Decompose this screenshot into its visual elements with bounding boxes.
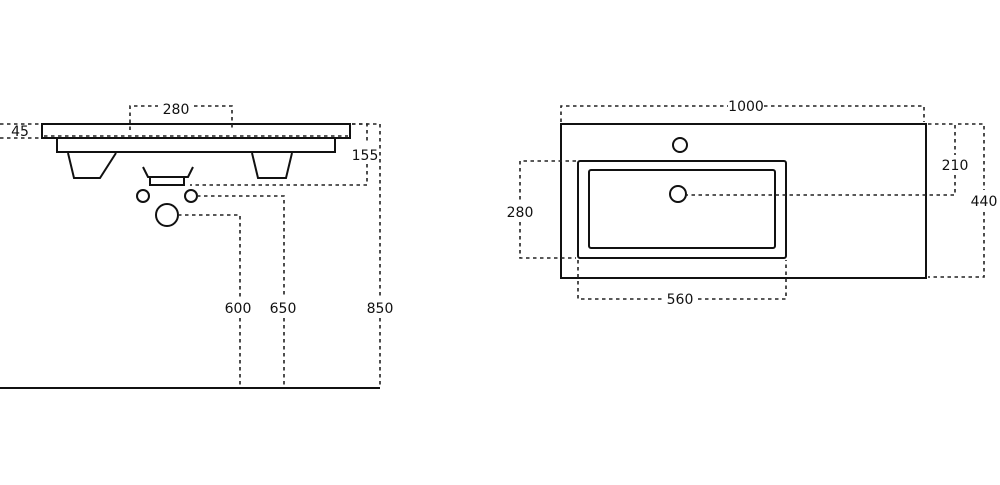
tap-spacing-dimension (129, 105, 233, 130)
depth-dimension (928, 123, 985, 278)
dim-210: 210 (942, 158, 969, 174)
bowl-outer (577, 160, 787, 259)
left-valve-icon (136, 189, 150, 203)
right-valve-icon (184, 189, 198, 203)
drain-housing (142, 166, 194, 178)
countertop-slab (41, 123, 351, 139)
bowl-inner (588, 169, 776, 249)
bowl-width-dimension (577, 260, 787, 300)
right-support (251, 152, 293, 179)
dim-155: 155 (352, 148, 379, 164)
side-view: 280 45 155 600 650 850 (0, 102, 394, 389)
dim-650: 650 (270, 301, 297, 317)
drain-hole-icon (669, 185, 687, 203)
dim-600: 600 (225, 301, 252, 317)
drain-offset-dimension (686, 123, 956, 196)
bowl-depth-dimension (519, 160, 576, 259)
drain-height-dimension (178, 214, 241, 388)
dim-280-top: 280 (507, 205, 534, 221)
left-support (67, 152, 117, 179)
drain-outlet (149, 176, 185, 186)
basin-body (56, 138, 336, 153)
total-height-dimension (352, 123, 381, 388)
dim-280-side: 280 (163, 102, 190, 118)
waste-pipe-icon (155, 203, 179, 227)
width-dimension (560, 105, 925, 122)
countertop-outline (560, 123, 927, 279)
waste-height-dimension (197, 195, 285, 388)
tap-hole-icon (672, 137, 688, 153)
depth-dimension (190, 123, 368, 186)
dim-440: 440 (971, 194, 998, 210)
dim-560: 560 (667, 292, 694, 308)
top-view: 1000 280 210 440 560 (507, 99, 998, 308)
dim-850: 850 (367, 301, 394, 317)
dim-45: 45 (11, 124, 29, 140)
dim-1000: 1000 (728, 99, 764, 115)
